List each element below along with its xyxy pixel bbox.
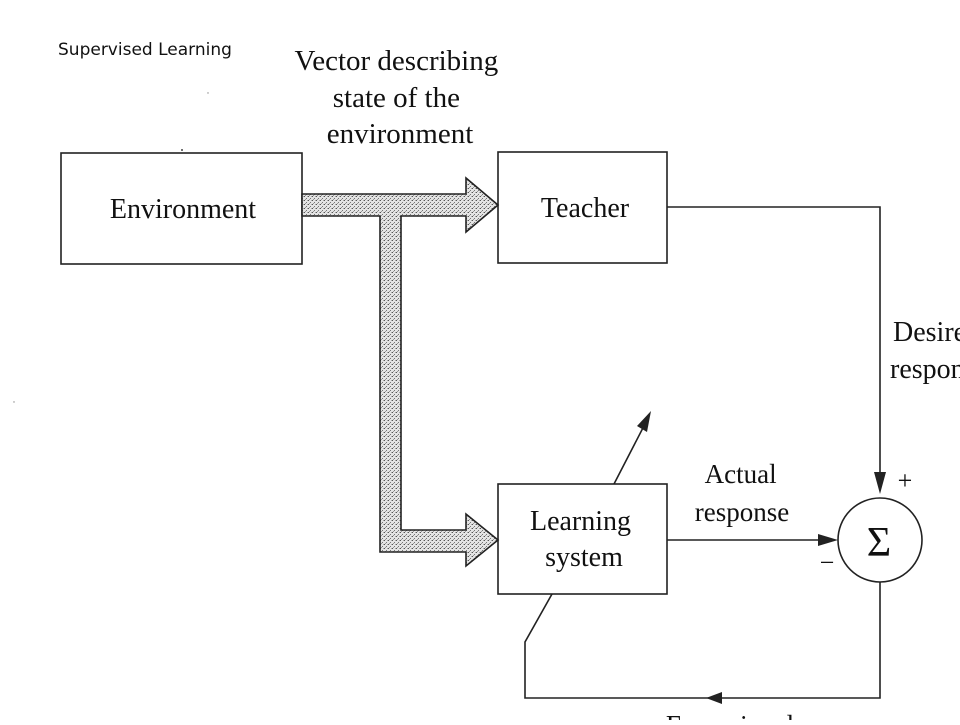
- scan-speck: [207, 92, 209, 94]
- vector-label-line-1: Vector describing: [295, 45, 499, 77]
- error-signal-arrowhead: [706, 692, 722, 704]
- summing-symbol: Σ: [867, 520, 891, 566]
- error-signal-label: Error signal: [666, 710, 794, 720]
- vector-label-line-3: environment: [327, 118, 474, 150]
- environment-label: Environment: [110, 194, 256, 225]
- vector-label: Vector describing state of the environme…: [295, 45, 506, 150]
- svg-text:Learning system: Learning system: [530, 506, 638, 573]
- actual-response-label-line-1: Actual: [705, 459, 777, 489]
- adaptation-arrow-line: [613, 421, 647, 485]
- scan-speck: [13, 401, 15, 403]
- desired-response-label: Desired response: [890, 317, 960, 385]
- slide-title: Supervised Learning: [58, 40, 232, 60]
- desired-response-arrowhead: [874, 472, 886, 494]
- teacher-box: Teacher: [497, 151, 668, 264]
- desired-response-label-line-1: Desired: [893, 317, 960, 348]
- plus-sign: +: [898, 466, 913, 495]
- teacher-label: Teacher: [541, 193, 630, 224]
- actual-response-label-line-2: response: [695, 497, 789, 527]
- minus-sign: −: [820, 548, 835, 577]
- environment-box: Environment: [60, 152, 303, 265]
- summing-junction: Σ: [837, 497, 923, 583]
- vector-label-line-2: state of the: [333, 82, 460, 114]
- desired-response-label-line-2: response: [890, 354, 960, 385]
- scan-speck: [181, 149, 183, 151]
- state-vector-arrow: [301, 176, 500, 568]
- actual-response-label: Actual response: [695, 459, 789, 527]
- learning-system-label-line-1: Learning: [530, 506, 631, 537]
- learning-system-box: Learning system: [497, 483, 668, 595]
- adaptation-arrowhead: [637, 411, 651, 432]
- actual-response-arrowhead: [818, 534, 838, 546]
- learning-system-label-line-2: system: [545, 542, 623, 573]
- desired-response-line: [667, 206, 881, 482]
- error-signal-line: [524, 582, 881, 699]
